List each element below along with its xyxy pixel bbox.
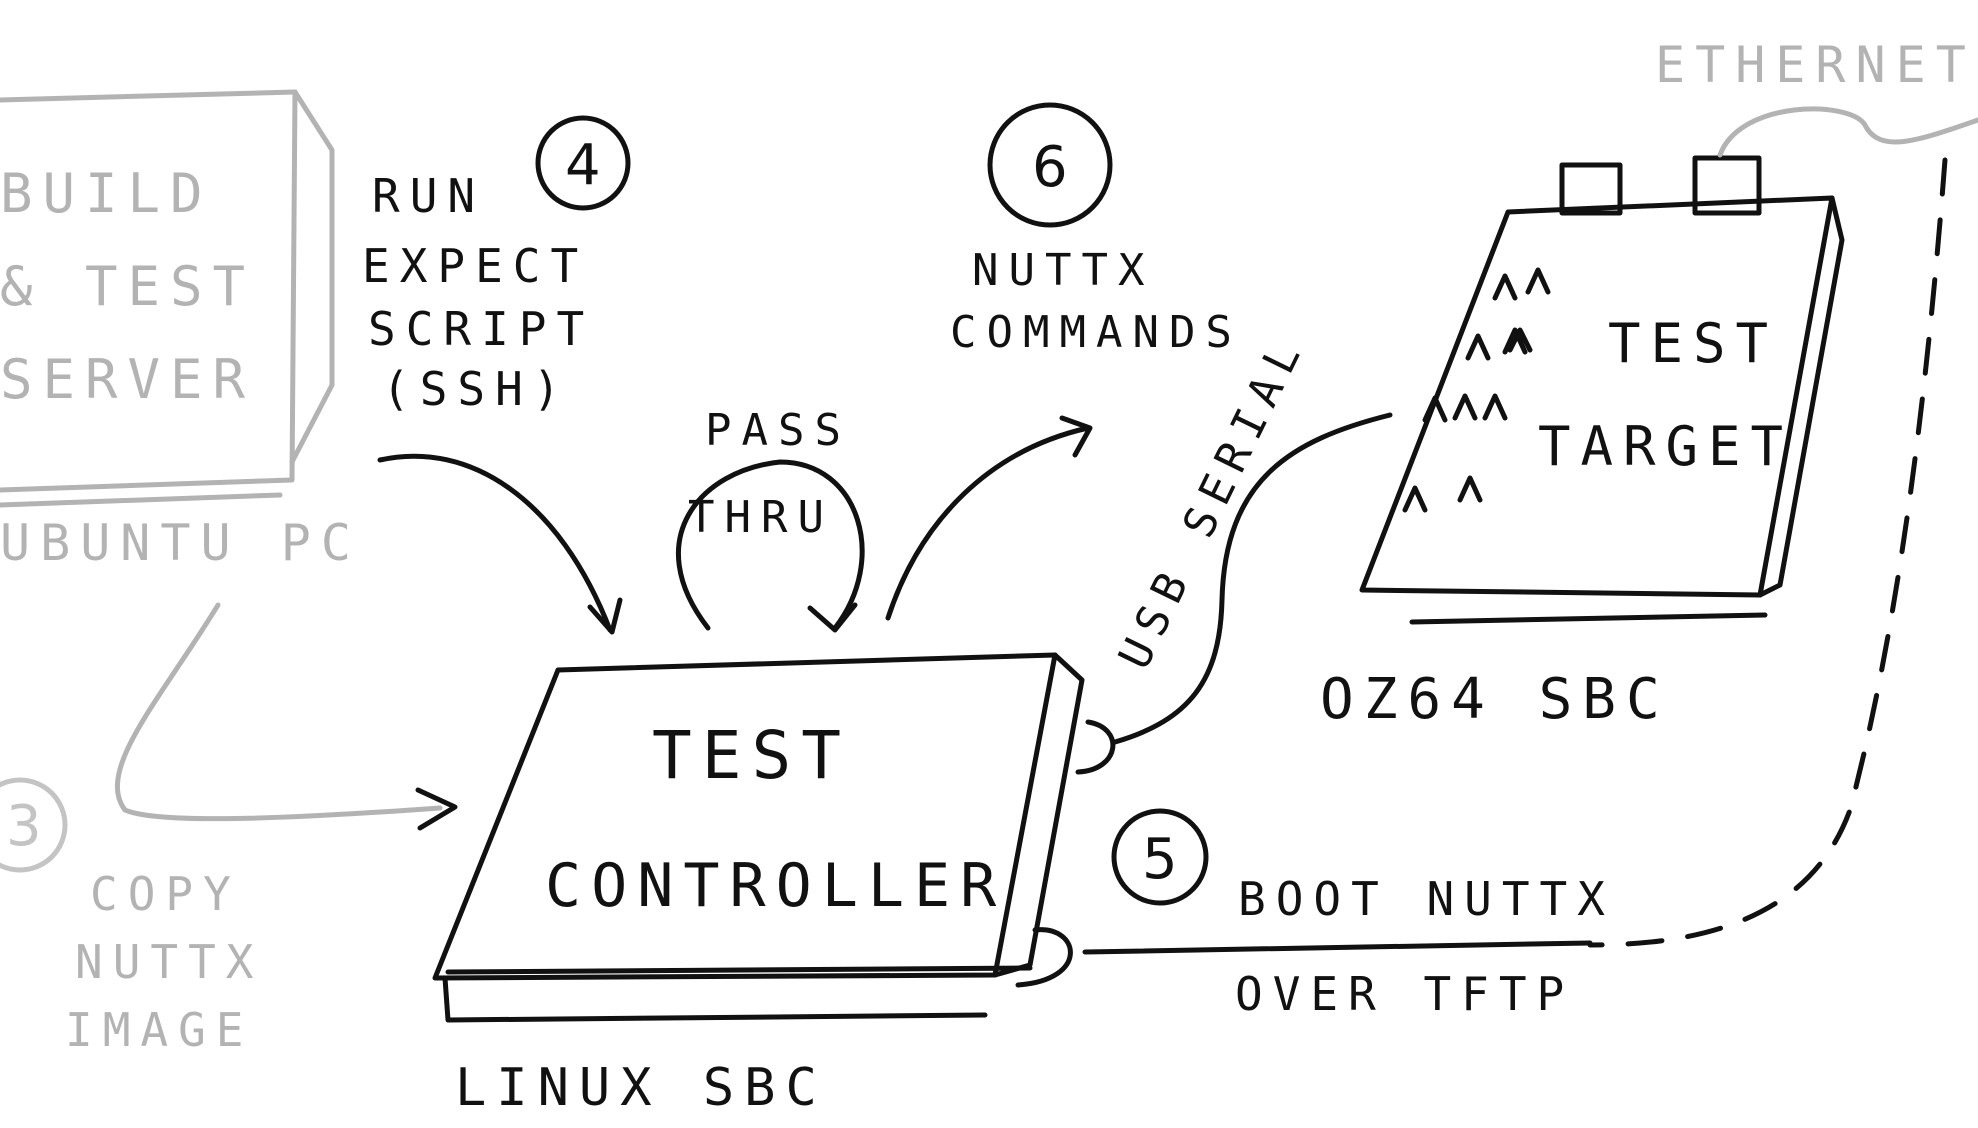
step-5-line-1: BOOT NUTTX [1238, 872, 1615, 926]
copy-image-arrow [114, 602, 443, 822]
step-3-line-1: COPY [90, 867, 241, 921]
pass-thru-line-2: THRU [688, 492, 834, 543]
test-target-line-2: TARGET [1538, 415, 1793, 478]
run-script-arrow [377, 453, 613, 633]
test-controller-line-2: CONTROLLER [545, 851, 1006, 921]
step-4-line-3: SCRIPT [368, 302, 594, 356]
test-target-line-1: TEST [1608, 312, 1778, 375]
step-6-number: 6 [1032, 135, 1068, 200]
test-controller-line-1: TEST [652, 717, 851, 794]
step-4-line-4: (SSH) [382, 362, 570, 416]
build-server-line-3: SERVER [0, 348, 255, 411]
usb-serial-label: USB SERIAL [1109, 326, 1315, 676]
target-connector-1 [1559, 162, 1623, 216]
step-5-line-2: OVER TFTP [1235, 967, 1574, 1021]
build-server-node: BUILD & TEST SERVER UBUNTU PC [0, 89, 361, 572]
build-server-caption: UBUNTU PC [0, 514, 361, 572]
step-5-group: 5 BOOT NUTTX OVER TFTP [1111, 808, 1615, 1021]
step-5-number: 5 [1142, 827, 1178, 892]
step-4-line-2: EXPECT [362, 239, 588, 293]
pass-thru-line-1: PASS [705, 405, 851, 456]
step-3-number: 3 [6, 794, 42, 859]
usb-port [1075, 719, 1116, 775]
step-3-line-2: NUTTX [75, 935, 263, 989]
step-6-line-1: NUTTX [972, 245, 1154, 296]
target-ethernet-jack [1692, 155, 1762, 216]
step-4-group: 4 RUN EXPECT SCRIPT (SSH) [362, 115, 631, 416]
tftp-boot-cable [1082, 940, 1593, 955]
pass-thru-loop-arrow [675, 459, 865, 631]
step-3-line-3: IMAGE [65, 1003, 253, 1057]
step-4-line-1: RUN [372, 169, 485, 223]
ethernet-port [1015, 927, 1073, 988]
ethernet-label: ETHERNET [1655, 36, 1976, 94]
step-6-line-2: COMMANDS [950, 307, 1242, 358]
pass-thru-group: PASS THRU [688, 405, 851, 543]
nuttx-commands-arrow [885, 425, 1091, 621]
test-target-node: TEST TARGET OZ64 SBC [1320, 155, 1845, 732]
test-controller-caption: LINUX SBC [455, 1058, 827, 1118]
step-3-group: 3 COPY NUTTX IMAGE [0, 777, 263, 1057]
target-header-pins [1402, 267, 1551, 513]
step-4-number: 4 [565, 133, 601, 198]
test-target-caption: OZ64 SBC [1320, 667, 1670, 732]
ethernet-cable-top [1717, 106, 1978, 158]
step-6-group: 6 NUTTX COMMANDS [950, 102, 1242, 358]
usb-serial-cable [1112, 412, 1393, 745]
ethernet-cable-dashed [1587, 157, 1948, 948]
test-controller-node: TEST CONTROLLER LINUX SBC [432, 652, 1085, 1118]
build-server-line-1: BUILD [0, 162, 213, 225]
build-server-line-2: & TEST [0, 255, 255, 318]
